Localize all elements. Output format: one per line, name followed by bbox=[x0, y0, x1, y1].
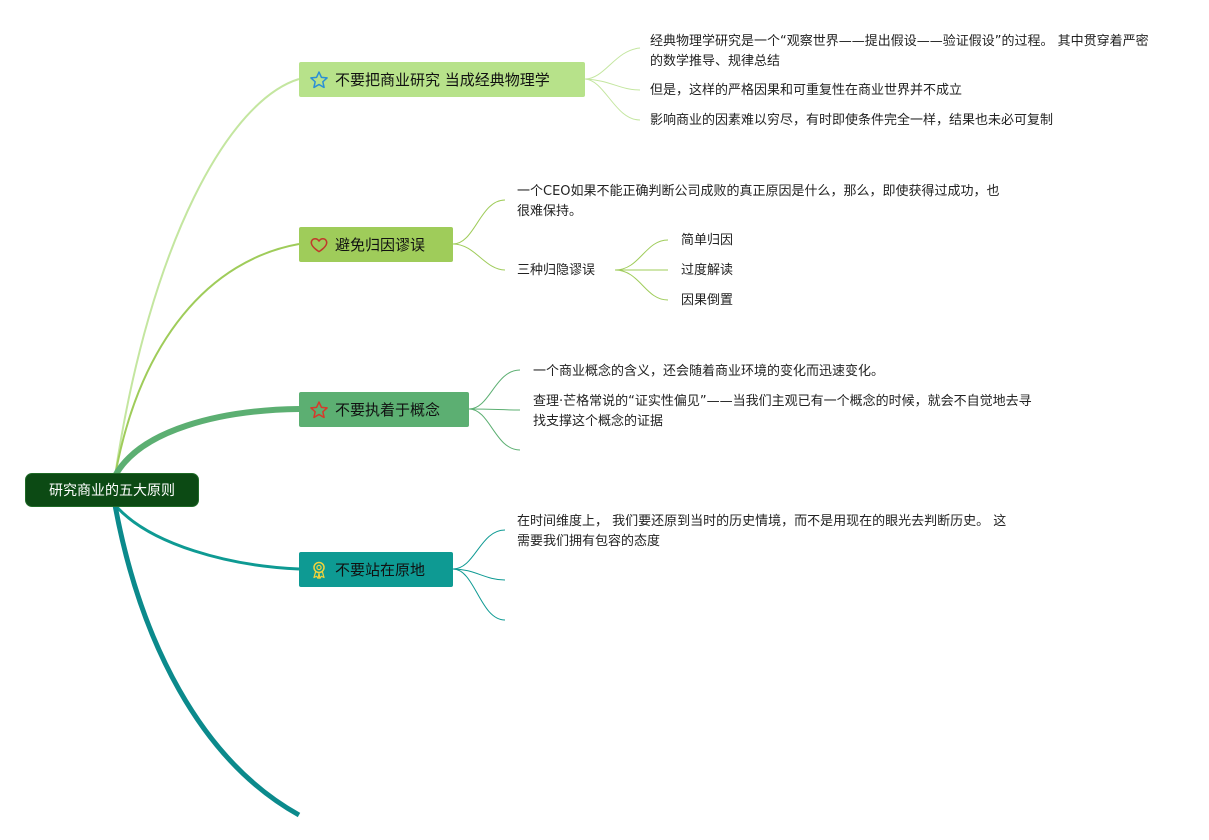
star-outline-icon bbox=[309, 70, 329, 90]
branch-topic-3-label: 不要执着于概念 bbox=[335, 401, 441, 419]
link-root-branch-2 bbox=[114, 243, 300, 477]
branch-topic-2[interactable]: 避免归因谬误 bbox=[299, 227, 453, 262]
branch-topic-2-label: 避免归因谬误 bbox=[335, 236, 426, 254]
branch-topic-3[interactable]: 不要执着于概念 bbox=[299, 392, 469, 427]
root-topic-label: 研究商业的五大原则 bbox=[49, 483, 175, 499]
award-ribbon-icon bbox=[309, 560, 329, 580]
subleaf-2-2-1[interactable]: 简单归因 bbox=[681, 233, 734, 248]
link-root-branch-5 bbox=[112, 504, 301, 818]
root-topic[interactable]: 研究商业的五大原则 bbox=[25, 473, 199, 507]
leaf-1-2[interactable]: 但是，这样的严格因果和可重复性在商业世界并不成立 bbox=[650, 83, 963, 98]
heart-outline-icon bbox=[309, 235, 329, 255]
leaf-3-2[interactable]: 查理·芒格常说的“证实性偏见”——当我们主观已有一个概念的时候，就会不自觉地去寻… bbox=[533, 394, 1032, 429]
leaf-1-1[interactable]: 经典物理学研究是一个“观察世界——提出假设——验证假设”的过程。 其中贯穿着严密… bbox=[650, 34, 1149, 69]
leaf-4-1[interactable]: 在时间维度上， 我们要还原到当时的历史情境，而不是用现在的眼光去判断历史。 这需… bbox=[517, 514, 1007, 549]
branch-topic-1-label: 不要把商业研究 当成经典物理学 bbox=[335, 71, 550, 89]
leaf-3-1[interactable]: 一个商业概念的含义，还会随着商业环境的变化而迅速变化。 bbox=[533, 364, 885, 379]
subleaf-2-2-3[interactable]: 因果倒置 bbox=[681, 293, 734, 308]
leaf-2-2[interactable]: 三种归隐谬误 bbox=[517, 263, 596, 278]
link-root-branch-3 bbox=[112, 406, 300, 478]
subleaf-2-2-2[interactable]: 过度解读 bbox=[681, 263, 734, 278]
leaf-1-3[interactable]: 影响商业的因素难以穷尽，有时即使条件完全一样，结果也未必可复制 bbox=[650, 113, 1054, 128]
link-root-branch-4 bbox=[113, 504, 300, 571]
branch-topic-1[interactable]: 不要把商业研究 当成经典物理学 bbox=[299, 62, 585, 97]
branch-topic-4-label: 不要站在原地 bbox=[335, 561, 426, 579]
star-red-outline-icon bbox=[309, 400, 329, 420]
branch-topic-4[interactable]: 不要站在原地 bbox=[299, 552, 453, 587]
link-root-branch-1 bbox=[114, 78, 300, 477]
leaf-2-1[interactable]: 一个CEO如果不能正确判断公司成败的真正原因是什么，那么，即使获得过成功，也很难… bbox=[517, 184, 1000, 219]
